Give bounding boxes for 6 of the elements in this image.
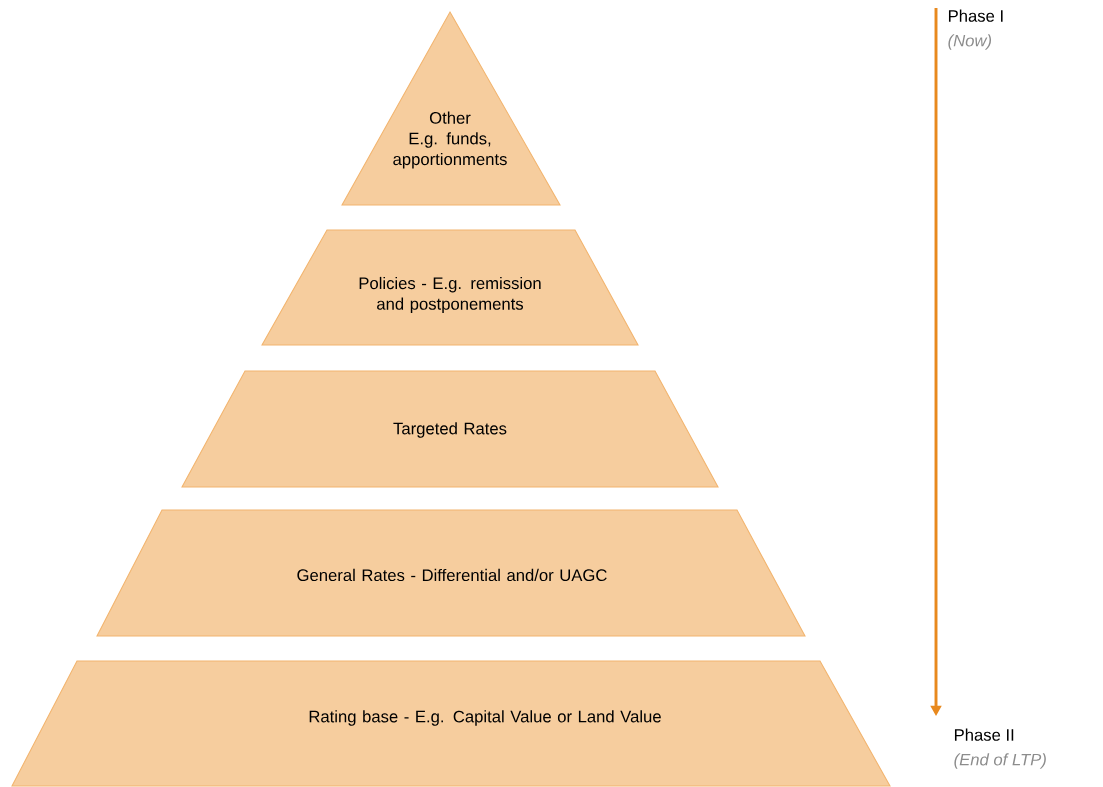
pyramid-level: General Rates - Differential and/or UAGC (96, 509, 806, 637)
pyramid-level: Policies - E.g. remission and postponements (261, 229, 639, 346)
pyramid-level: Targeted Rates (181, 370, 719, 488)
phase-label: Phase II (End of LTP) (954, 728, 1046, 769)
phase-label: Phase I (Now) (948, 9, 1003, 50)
pyramid-level: Rating base - E.g. Capital Value or Land Value (11, 660, 891, 787)
